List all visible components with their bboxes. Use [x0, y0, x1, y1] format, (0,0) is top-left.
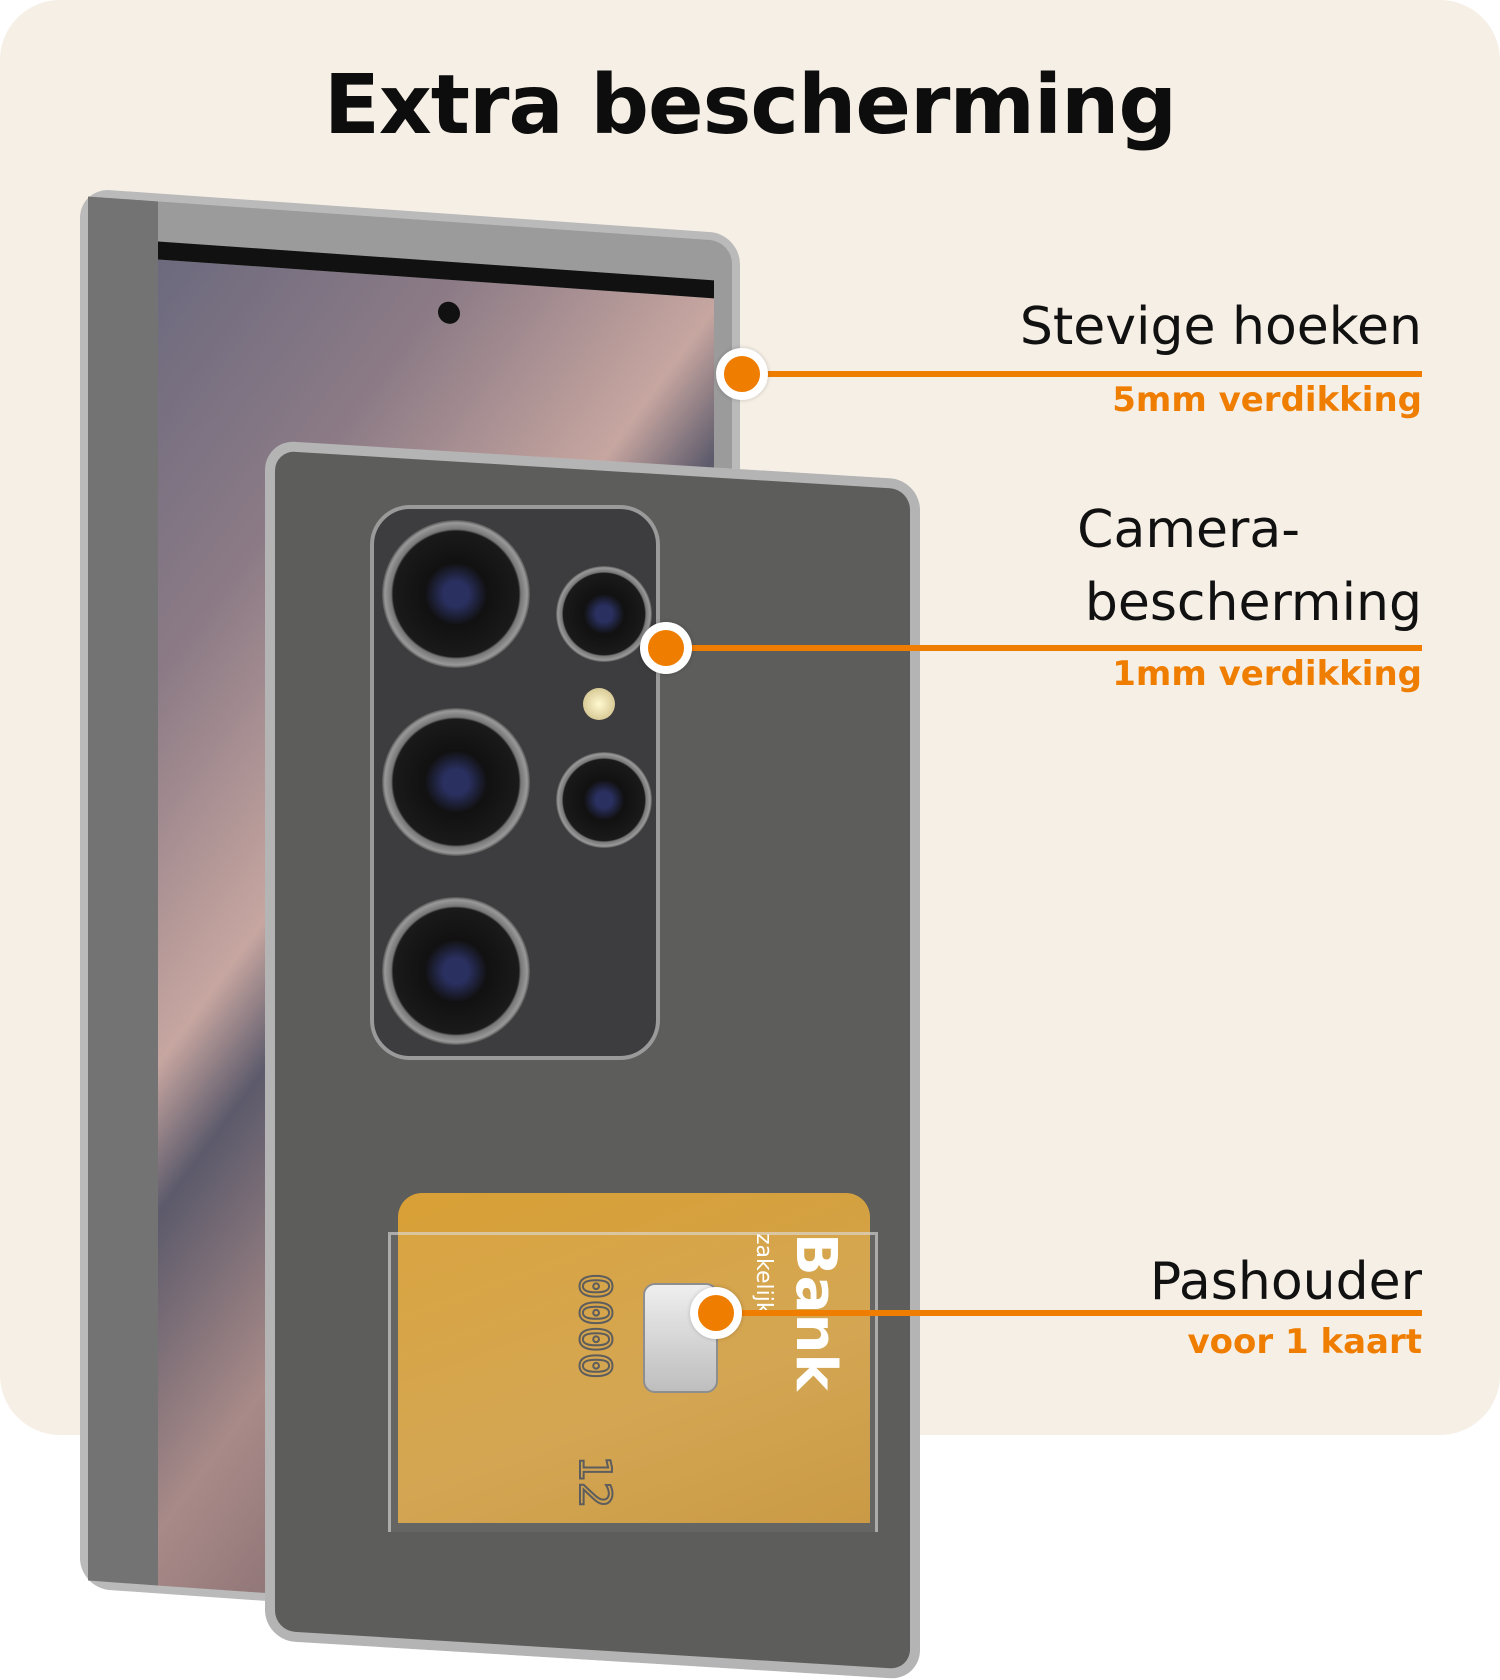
callout-detail-camera: 1mm verdikking — [1112, 654, 1422, 694]
callout-line-cardholder — [716, 1310, 1422, 1316]
camera-lens — [382, 897, 530, 1045]
camera-lens — [382, 520, 530, 668]
callout-heading-cardholder: Pashouder — [1149, 1252, 1422, 1312]
callout-heading-corners: Stevige hoeken — [1019, 297, 1422, 357]
camera-flash — [583, 688, 615, 720]
card-pocket — [388, 1232, 878, 1532]
page-title: Extra bescherming — [323, 58, 1177, 153]
callout-detail-cardholder: voor 1 kaart — [1187, 1322, 1423, 1362]
callout-dot-camera — [640, 622, 692, 674]
camera-lens — [556, 566, 652, 662]
callout-heading-camera-1: Camera- — [1077, 500, 1300, 560]
callout-heading-camera-2: bescherming — [1084, 573, 1422, 633]
callout-detail-corners: 5mm verdikking — [1112, 380, 1422, 420]
callout-line-camera — [666, 645, 1422, 651]
callout-dot-cardholder — [690, 1287, 742, 1339]
camera-lens — [556, 752, 652, 848]
callout-dot-corners — [716, 348, 768, 400]
front-camera — [438, 301, 460, 325]
camera-lens — [382, 708, 530, 856]
callout-line-corners — [742, 371, 1422, 377]
